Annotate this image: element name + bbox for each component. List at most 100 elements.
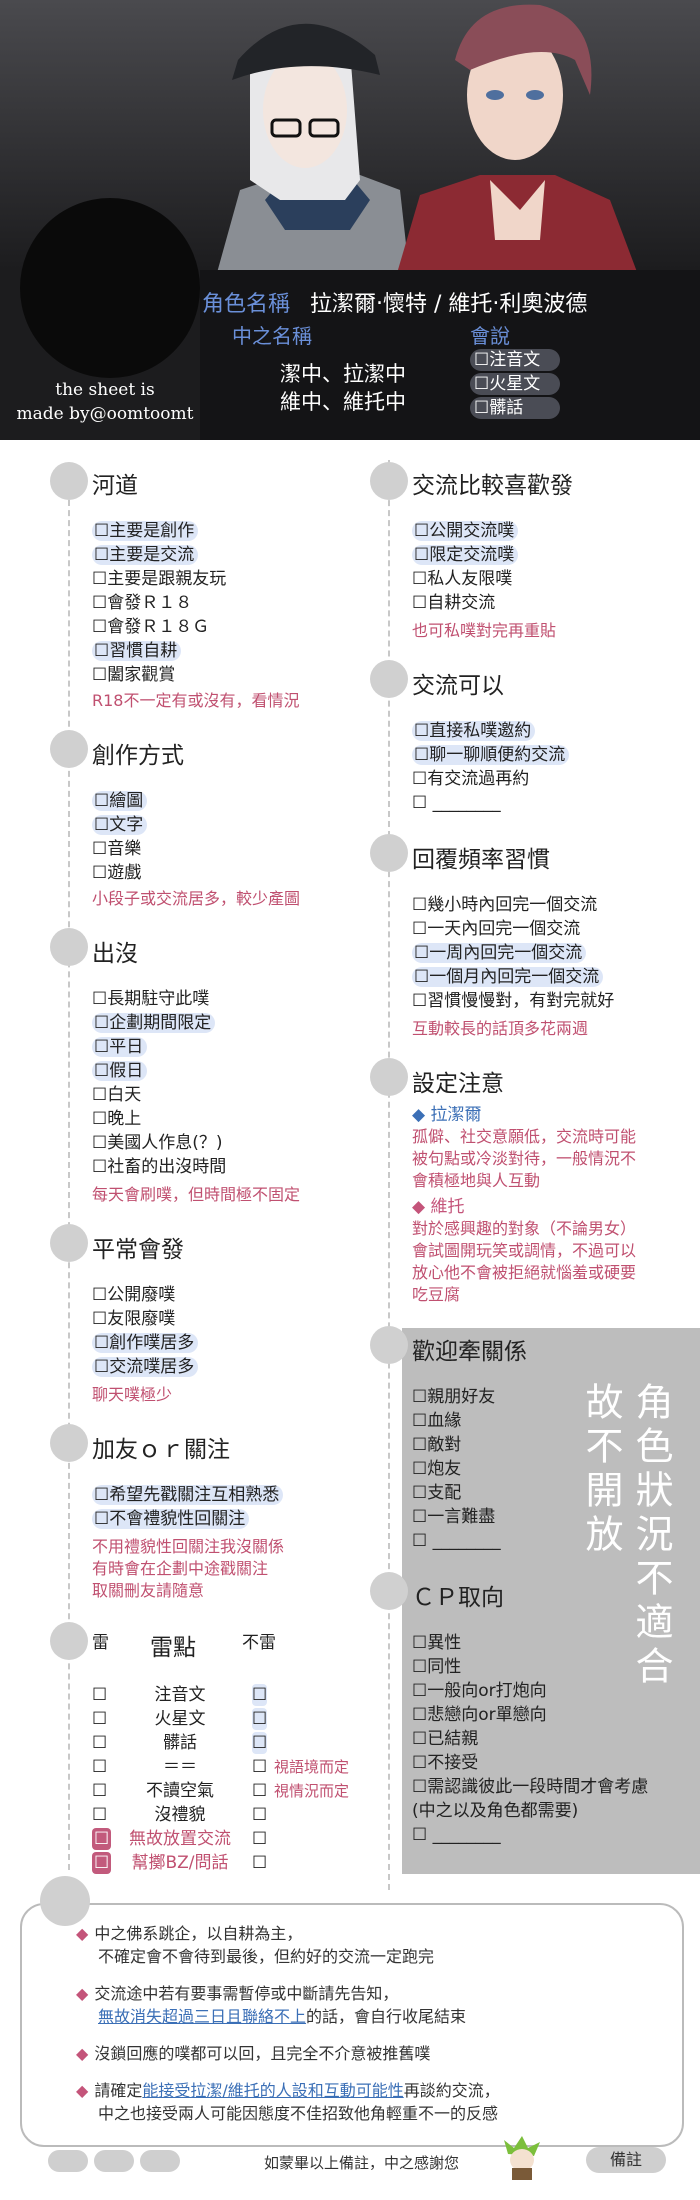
mine-checkbox-yes[interactable]: ☐ — [92, 1828, 112, 1850]
option-game[interactable]: ☐遊戲 — [92, 863, 142, 883]
option-other-blank[interactable]: ☐ ________ — [412, 793, 501, 813]
remark-4-suffix: 再談約交流， — [403, 2081, 500, 2100]
mine-checkbox-no[interactable]: ☐ — [252, 1684, 268, 1706]
option-complicated[interactable]: ☐一言難盡 — [412, 1507, 496, 1527]
remark-2-underline: 無故消失超過三日且聯絡不上 — [98, 2007, 307, 2026]
follow-note-1: 不用禮貌性回關注我沒關係 — [92, 1537, 285, 1556]
speak-chip-swear[interactable]: ☐髒話 — [470, 397, 560, 419]
option-hours[interactable]: ☐幾小時內回完一個交流 — [412, 895, 598, 915]
character-left-art — [215, 23, 410, 280]
mine-checkbox-no[interactable]: ☐ — [252, 1708, 268, 1730]
option-night[interactable]: ☐晚上 — [92, 1109, 142, 1129]
option-drawing[interactable]: ☐繪圖 — [92, 791, 148, 811]
option-general[interactable]: ☐一般向or打炮向 — [412, 1681, 547, 1701]
creation-note: 小段子或交流居多，較少產圖 — [92, 889, 301, 908]
option-friends-idle[interactable]: ☐友限廢噗 — [92, 1309, 176, 1329]
option-public-idle[interactable]: ☐公開廢噗 — [92, 1285, 176, 1305]
mine-checkbox-no[interactable]: ☐ — [252, 1853, 268, 1873]
section-marker — [370, 1326, 408, 1364]
option-relatives[interactable]: ☐親朋好友 — [412, 1387, 496, 1407]
option-follow-first[interactable]: ☐希望先戳關注互相熟悉 — [92, 1485, 284, 1505]
section-title-prefer-post: 交流比較喜歡發 — [412, 473, 573, 499]
option-week[interactable]: ☐一周內回完一個交流 — [412, 943, 587, 963]
remark-4-underline: 能接受拉潔/維托的人設和互動可能性 — [142, 2081, 404, 2100]
option-not-accept[interactable]: ☐不接受 — [412, 1753, 479, 1773]
remark-2-line-1: 交流途中若有要事需暫停或中斷請先告知， — [94, 1984, 399, 2003]
option-friends-play[interactable]: ☐主要是跟親友玩 — [92, 569, 227, 589]
mine-checkbox-yes[interactable]: ☐ — [92, 1781, 108, 1801]
mine-checkbox-no[interactable]: ☐ — [252, 1757, 268, 1777]
option-family-friendly[interactable]: ☐闔家觀賞 — [92, 665, 176, 685]
mine-checkbox-no[interactable]: ☐ — [252, 1805, 268, 1825]
option-partners[interactable]: ☐炮友 — [412, 1459, 462, 1479]
option-text[interactable]: ☐文字 — [92, 815, 148, 835]
option-month[interactable]: ☐一個月內回完一個交流 — [412, 967, 604, 987]
option-project-only[interactable]: ☐企劃期間限定 — [92, 1013, 216, 1033]
mine-checkbox-yes[interactable]: ☐ — [92, 1852, 112, 1874]
mine-checkbox-no[interactable]: ☐ — [252, 1781, 268, 1801]
section-title-relationship: 歡迎牽關係 — [412, 1339, 527, 1365]
option-daytime[interactable]: ☐白天 — [92, 1085, 142, 1105]
option-relationship-blank[interactable]: ☐ ________ — [412, 1531, 501, 1551]
option-same-sex[interactable]: ☐同性 — [412, 1657, 462, 1677]
option-hetero[interactable]: ☐異性 — [412, 1633, 462, 1653]
speak-chip-martian[interactable]: ☐火星文 — [470, 373, 560, 395]
char-note-heading-2: ◆ 維托 — [412, 1197, 465, 1217]
char-note-1-line-1: 孤僻、社交意願低，交流時可能 — [412, 1127, 637, 1146]
section-title-river: 河道 — [92, 473, 138, 499]
option-need-time[interactable]: ☐需認識彼此一段時間才會考慮 — [412, 1777, 649, 1797]
option-us-hours[interactable]: ☐美國人作息(？) — [92, 1133, 223, 1153]
label-pl-name: 中之名稱 — [232, 324, 312, 348]
char-note-2-line-2: 會試圖開玩笑或調情，不過可以 — [412, 1241, 637, 1260]
option-self-play[interactable]: ☐習慣自耕 — [92, 641, 182, 661]
section-title-mines: 雷點 — [150, 1635, 196, 1661]
option-tragic[interactable]: ☐悲戀向or單戀向 — [412, 1705, 547, 1725]
option-dominance[interactable]: ☐支配 — [412, 1483, 462, 1503]
option-main-interaction[interactable]: ☐主要是交流 — [92, 545, 199, 565]
diamond-icon: ◆ — [76, 2044, 89, 2063]
option-creation-posts[interactable]: ☐創作噗居多 — [92, 1333, 199, 1353]
option-office-hours[interactable]: ☐社畜的出沒時間 — [92, 1157, 227, 1177]
mine-label: 沒禮貌 — [154, 1805, 206, 1825]
mine-checkbox-no[interactable]: ☐ — [252, 1732, 268, 1754]
right-timeline — [388, 460, 390, 1890]
option-long-term[interactable]: ☐長期駐守此噗 — [92, 989, 210, 1009]
option-day[interactable]: ☐一天內回完一個交流 — [412, 919, 581, 939]
option-public-interaction[interactable]: ☐公開交流噗 — [412, 521, 519, 541]
mine-checkbox-yes[interactable]: ☐ — [92, 1685, 108, 1705]
diamond-icon: ◆ — [76, 1984, 89, 2003]
option-limited-interaction[interactable]: ☐限定交流噗 — [412, 545, 519, 565]
option-married[interactable]: ☐已結親 — [412, 1729, 479, 1749]
mine-label: 無故放置交流 — [129, 1829, 231, 1849]
option-no-follow-back[interactable]: ☐不會禮貌性回關注 — [92, 1509, 250, 1529]
mine-checkbox-no[interactable]: ☐ — [252, 1829, 268, 1849]
option-rivals[interactable]: ☐敵對 — [412, 1435, 462, 1455]
option-holidays[interactable]: ☐假日 — [92, 1061, 148, 1081]
option-private-friends[interactable]: ☐私人友限噗 — [412, 569, 513, 589]
option-r18[interactable]: ☐會發Ｒ１８ — [92, 593, 193, 613]
speak-chip-zhuyin[interactable]: ☐注音文 — [470, 349, 560, 371]
option-self-interaction[interactable]: ☐自耕交流 — [412, 593, 496, 613]
option-direct-invite[interactable]: ☐直接私噗邀約 — [412, 721, 536, 741]
option-cp-blank[interactable]: ☐ ________ — [412, 1825, 501, 1845]
mine-checkbox-yes[interactable]: ☐ — [92, 1709, 108, 1729]
closed-notice-2: 故不開放 — [579, 1382, 623, 1558]
option-weekdays[interactable]: ☐平日 — [92, 1037, 148, 1057]
option-chat-then-invite[interactable]: ☐聊一聊順便約交流 — [412, 745, 570, 765]
section-marker — [50, 1224, 88, 1262]
option-slow[interactable]: ☐習慣慢慢對，有對完就好 — [412, 991, 615, 1011]
option-music[interactable]: ☐音樂 — [92, 839, 142, 859]
char-note-2-line-1: 對於感興趣的對象（不論男女） — [412, 1219, 637, 1238]
option-after-interaction[interactable]: ☐有交流過再約 — [412, 769, 530, 789]
section-title-presence: 出沒 — [92, 941, 138, 967]
mine-checkbox-yes[interactable]: ☐ — [92, 1757, 108, 1777]
mine-checkbox-yes[interactable]: ☐ — [92, 1805, 108, 1825]
mine-label: 幫擲BZ/問話 — [131, 1853, 229, 1873]
option-interaction-posts[interactable]: ☐交流噗居多 — [92, 1357, 199, 1377]
mine-checkbox-yes[interactable]: ☐ — [92, 1733, 108, 1753]
option-main-creation[interactable]: ☐主要是創作 — [92, 521, 199, 541]
option-r18g[interactable]: ☐會發Ｒ１８Ｇ — [92, 617, 210, 637]
option-blood[interactable]: ☐血緣 — [412, 1411, 462, 1431]
remark-1-line-1: 中之佛系跳企，以自耕為主， — [94, 1924, 303, 1943]
prefer-post-note: 也可私噗對完再重貼 — [412, 621, 557, 640]
